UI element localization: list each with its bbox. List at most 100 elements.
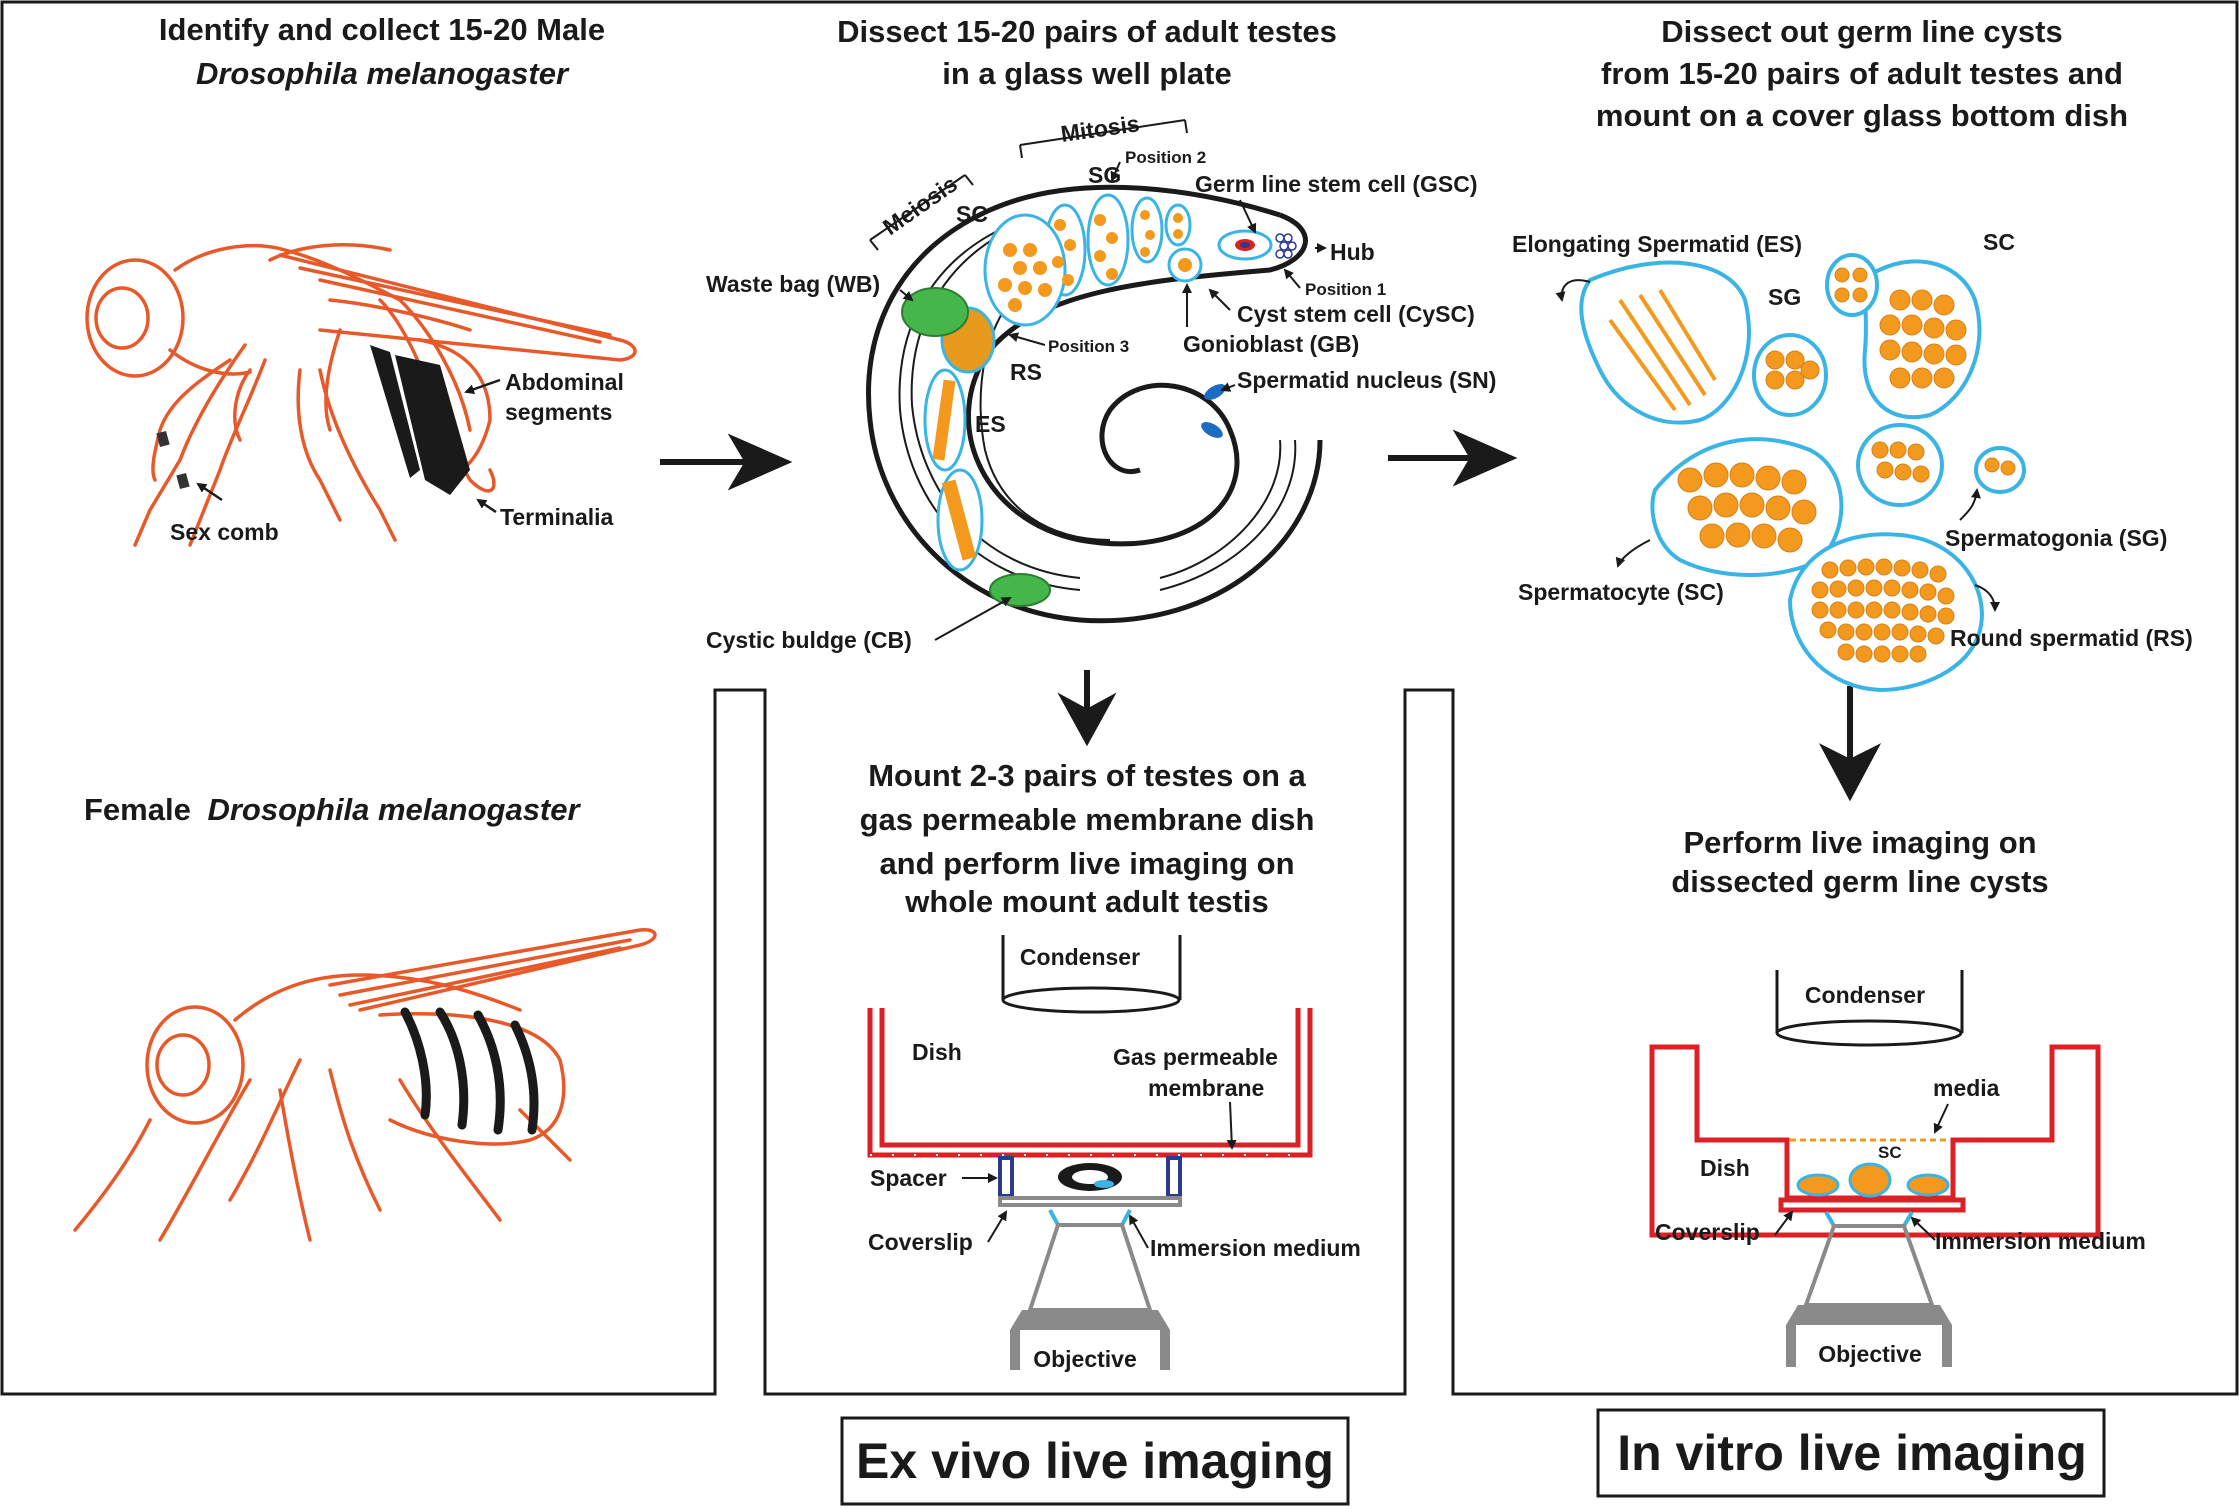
in-vitro-objective-label: Objective — [1818, 1341, 1922, 1367]
round-spermatid-label: Round spermatid (RS) — [1950, 625, 2193, 651]
gas-permeable-label-1: Gas permeable — [1113, 1044, 1278, 1070]
hub-cells — [1275, 233, 1297, 259]
ex-vivo-immersion — [1048, 1209, 1132, 1226]
spermatocyte-arrow — [1615, 539, 1651, 568]
rs-label: RS — [1010, 359, 1042, 385]
es-arrow — [1555, 279, 1591, 302]
cb-label: Cystic buldge (CB) — [706, 627, 912, 653]
right-down-arrow — [1818, 686, 1882, 802]
position-3-arrow — [1008, 332, 1046, 346]
cyst-inner-cells — [932, 210, 1183, 561]
dissect-title-line-1: Dissect 15-20 pairs of adult testes — [837, 14, 1337, 49]
spermatocyte-label: Spermatocyte (SC) — [1518, 579, 1724, 605]
hub-label: Hub — [1330, 239, 1375, 265]
spermatogonia-arrow — [1959, 488, 1981, 521]
mount-title-line-1: Mount 2-3 pairs of testes on a — [868, 758, 1306, 793]
spermatogonia-label: Spermatogonia (SG) — [1945, 525, 2167, 551]
left-panel: Identify and collect 15-20 Male Drosophi… — [73, 12, 657, 1242]
in-vitro-dish-label: Dish — [1700, 1155, 1750, 1181]
terminalia-arrow — [476, 498, 497, 514]
wb-arrow — [899, 289, 914, 302]
position-1-label: Position 1 — [1305, 280, 1386, 299]
dissect-title-line-2: in a glass well plate — [942, 56, 1231, 91]
middle-to-right-arrow — [1388, 429, 1518, 487]
in-vitro-coverslip-arrow — [1774, 1210, 1794, 1236]
right-title-line-2: from 15-20 pairs of adult testes and — [1601, 56, 2123, 91]
waste-bag — [901, 287, 969, 337]
perform-title-line-2: dissected germ line cysts — [1671, 864, 2048, 899]
position-2-label: Position 2 — [1125, 148, 1206, 167]
in-vitro-condenser-label: Condenser — [1805, 982, 1925, 1008]
position-1-arrow — [1283, 268, 1301, 289]
round-spermatid-arrow — [1974, 584, 2000, 612]
ex-vivo-dish-label: Dish — [912, 1039, 962, 1065]
sc-label: SC — [956, 201, 988, 227]
cyst-content — [1608, 267, 2016, 663]
left-panel-frame — [0, 0, 2239, 1396]
sg-cyst-small — [1825, 253, 1879, 317]
male-abdominal-segments — [370, 345, 470, 495]
sex-comb-arrow — [196, 482, 223, 502]
male-title-line-2: Drosophila melanogaster — [196, 56, 570, 91]
in-vitro-title: In vitro live imaging — [1617, 1425, 2087, 1481]
ex-vivo-condenser-label: Condenser — [1020, 944, 1140, 970]
male-title-line-1: Identify and collect 15-20 Male — [159, 12, 605, 47]
ex-vivo-objective — [1010, 1223, 1170, 1370]
in-vitro-immersion-label: Immersion medium — [1935, 1228, 2146, 1254]
female-title: Female Drosophila melanogaster — [84, 792, 581, 827]
ex-vivo-title: Ex vivo live imaging — [856, 1433, 1334, 1489]
gsc-label: Germ line stem cell (GSC) — [1195, 171, 1477, 197]
ex-vivo-immersion-arrow — [1129, 1214, 1149, 1249]
position-3-label: Position 3 — [1048, 337, 1129, 356]
in-vitro-dish — [1649, 1044, 2101, 1238]
ex-vivo-condenser — [1001, 935, 1182, 1014]
female-fly-illustration — [73, 928, 657, 1242]
sex-comb-icons — [156, 430, 190, 490]
middle-down-arrow — [1057, 670, 1117, 747]
sex-comb-label: Sex comb — [170, 519, 279, 545]
sc-cyst-large — [1862, 259, 1982, 420]
in-vitro-objective — [1786, 1224, 1952, 1367]
mounted-testis — [1058, 1163, 1122, 1191]
coverslip — [998, 1196, 1182, 1207]
position-2-arrow — [1110, 161, 1121, 182]
in-vitro-condenser — [1775, 970, 1964, 1047]
sn-arrow — [1220, 382, 1236, 392]
ex-vivo-coverslip-label: Coverslip — [868, 1229, 973, 1255]
in-vitro-immersion-arrow — [1910, 1216, 1936, 1241]
right-panel: Dissect out germ line cysts from 15-20 p… — [1512, 14, 2193, 1481]
in-vitro-immersion — [1824, 1211, 1914, 1227]
cb-arrow — [934, 597, 1012, 641]
meiosis-bracket — [869, 174, 974, 251]
spacer-label: Spacer — [870, 1165, 947, 1191]
ex-vivo-label-box — [840, 1416, 1350, 1506]
spermatogonia-cyst-small — [1974, 446, 2026, 494]
media-arrow — [1933, 1103, 1949, 1134]
cystic-bulge — [989, 573, 1051, 607]
es-label-right: Elongating Spermatid (ES) — [1512, 231, 1802, 257]
gb-label: Gonioblast (GB) — [1183, 331, 1359, 357]
es-label: ES — [975, 411, 1006, 437]
sg-label-right: SG — [1768, 284, 1801, 310]
gas-permeable-label-2: membrane — [1148, 1075, 1264, 1101]
meiosis-label: Meiosis — [878, 170, 962, 240]
media-label: media — [1933, 1075, 2000, 1101]
mitosis-bracket — [1019, 119, 1188, 159]
sn-label: Spermatid nucleus (SN) — [1237, 367, 1496, 393]
mount-title-line-2: gas permeable membrane dish — [860, 802, 1315, 837]
mitosis-label: Mitosis — [1059, 110, 1141, 147]
ex-vivo-immersion-label: Immersion medium — [1150, 1235, 1361, 1261]
wb-label: Waste bag (WB) — [706, 271, 880, 297]
abdominal-arrow — [464, 378, 501, 395]
in-vitro-coverslip-label: Coverslip — [1655, 1219, 1760, 1245]
sc-label-right: SC — [1983, 229, 2015, 255]
in-vitro-sc-label: SC — [1878, 1143, 1902, 1162]
female-prefix: Female — [84, 792, 191, 827]
cysc-arrow — [1208, 288, 1231, 311]
female-species: Drosophila melanogaster — [207, 792, 581, 827]
gas-membrane-arrow — [1226, 1101, 1237, 1150]
abdominal-label: Abdominal — [505, 369, 624, 395]
in-vitro-cysts — [1796, 1162, 1950, 1198]
